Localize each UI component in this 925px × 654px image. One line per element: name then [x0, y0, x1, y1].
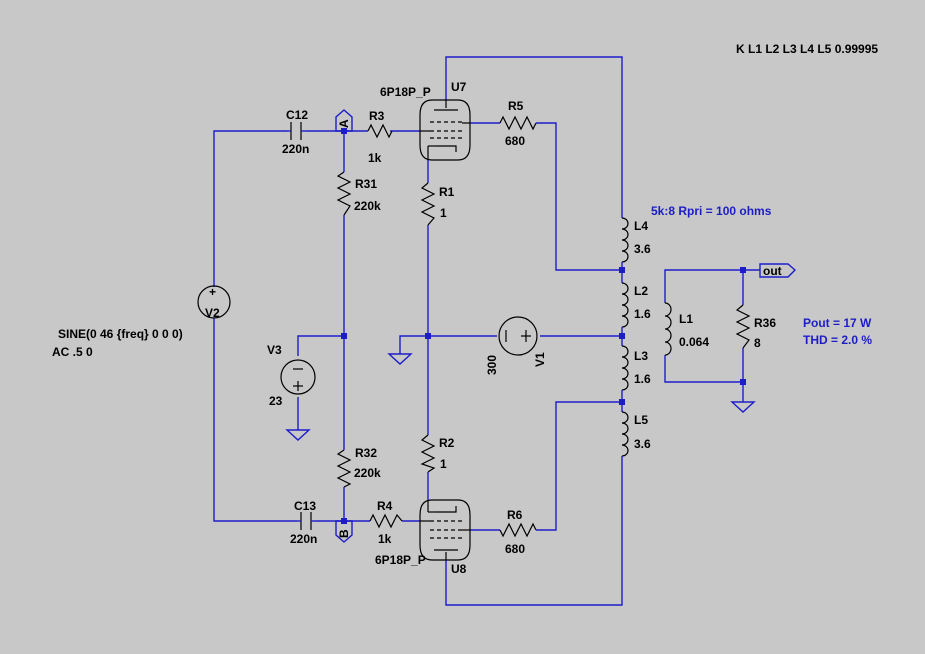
v3-name: V3	[267, 343, 282, 357]
v1-value: 300	[485, 355, 499, 375]
u7-name: U7	[451, 80, 467, 94]
l1-value: 0.064	[679, 335, 709, 349]
r2-name: R2	[439, 436, 455, 450]
r31-value: 220k	[354, 199, 381, 213]
plus-sign-icon: +	[209, 285, 216, 299]
r32-value: 220k	[354, 466, 381, 480]
v2-value-line2: AC .5 0	[52, 345, 93, 359]
v3-value: 23	[269, 394, 283, 408]
resistor-r31[interactable]: R31 220k	[336, 171, 381, 216]
l5-name: L5	[634, 413, 648, 427]
l4-value: 3.6	[634, 242, 651, 256]
net-b-label: B	[337, 529, 351, 538]
inductor-l5[interactable]: L5 3.6	[621, 402, 651, 458]
junction-dot	[740, 267, 746, 273]
thd-note: THD = 2.0 %	[803, 333, 872, 347]
c12-name: C12	[286, 108, 308, 122]
resistor-r1[interactable]: R1 1	[420, 182, 455, 226]
voltage-source-v1[interactable]: 300 V1	[485, 316, 547, 375]
v2-name: V2	[205, 306, 220, 320]
r2-value: 1	[440, 457, 447, 471]
ground-symbol	[285, 429, 311, 441]
l3-name: L3	[634, 349, 648, 363]
c12-value: 220n	[282, 142, 309, 156]
r1-name: R1	[439, 185, 455, 199]
junction-dot	[740, 379, 746, 385]
c13-value: 220n	[290, 532, 317, 546]
v1-name: V1	[533, 352, 547, 367]
inductor-l2[interactable]: L2 1.6	[621, 270, 651, 336]
ground-symbol	[730, 401, 756, 413]
r3-value: 1k	[368, 151, 382, 165]
net-a-label: A	[337, 119, 351, 128]
wires	[213, 56, 760, 606]
r4-name: R4	[377, 499, 393, 513]
l5-value: 3.6	[634, 437, 651, 451]
u7-model: 6P18P_P	[380, 85, 431, 99]
u8-model: 6P18P_P	[375, 553, 426, 567]
l2-value: 1.6	[634, 307, 651, 321]
inductor-l1[interactable]: L1 0.064	[664, 302, 709, 356]
r36-name: R36	[754, 316, 776, 330]
r4-value: 1k	[378, 532, 392, 546]
net-label-a[interactable]: A	[335, 109, 353, 132]
resistor-r2[interactable]: R2 1	[420, 434, 455, 473]
tube-u7[interactable]: 6P18P_P U7	[380, 80, 471, 161]
inductor-l4[interactable]: L4 3.6	[621, 214, 651, 270]
capacitor-c13[interactable]: C13 220n	[290, 499, 317, 546]
resistor-r36[interactable]: R36 8	[735, 304, 776, 350]
u8-name: U8	[451, 562, 467, 576]
r36-value: 8	[754, 336, 761, 350]
r31-name: R31	[355, 177, 377, 191]
capacitor-c12[interactable]: C12 220n	[282, 108, 309, 156]
l1-name: L1	[679, 312, 693, 326]
r5-name: R5	[508, 99, 524, 113]
voltage-source-v3[interactable]: V3 23	[267, 343, 316, 408]
ground-symbol	[387, 353, 413, 365]
tube-u8[interactable]: 6P18P_P U8	[375, 499, 471, 576]
r6-value: 680	[505, 542, 525, 556]
net-label-b[interactable]: B	[335, 520, 353, 543]
net-label-out[interactable]: out	[759, 263, 797, 278]
c13-name: C13	[294, 499, 316, 513]
resistor-r5[interactable]: R5 680	[499, 99, 537, 148]
r6-name: R6	[507, 508, 523, 522]
r3-name: R3	[369, 109, 385, 123]
resistor-r3[interactable]: R3 1k	[367, 109, 393, 165]
l3-value: 1.6	[634, 372, 651, 386]
junction-dot	[425, 333, 431, 339]
r1-value: 1	[440, 206, 447, 220]
junction-dot	[341, 333, 347, 339]
voltage-source-v2[interactable]: + V2 SINE(0 46 {freq} 0 0 0) AC .5 0	[52, 285, 231, 359]
inductor-l3[interactable]: L3 1.6	[621, 336, 651, 402]
r32-name: R32	[355, 446, 377, 460]
pout-note: Pout = 17 W	[803, 316, 872, 330]
resistor-r6[interactable]: R6 680	[499, 508, 537, 556]
resistor-r4[interactable]: R4 1k	[369, 499, 403, 546]
v2-value-line1: SINE(0 46 {freq} 0 0 0)	[58, 327, 183, 341]
l4-name: L4	[634, 219, 648, 233]
coupling-directive: K L1 L2 L3 L4 L5 0.99995	[736, 42, 878, 56]
out-label: out	[763, 264, 782, 278]
rpri-note: 5k:8 Rpri = 100 ohms	[651, 204, 772, 218]
junctions	[341, 128, 746, 524]
r5-value: 680	[505, 134, 525, 148]
resistor-r32[interactable]: R32 220k	[336, 446, 381, 488]
l2-name: L2	[634, 284, 648, 298]
